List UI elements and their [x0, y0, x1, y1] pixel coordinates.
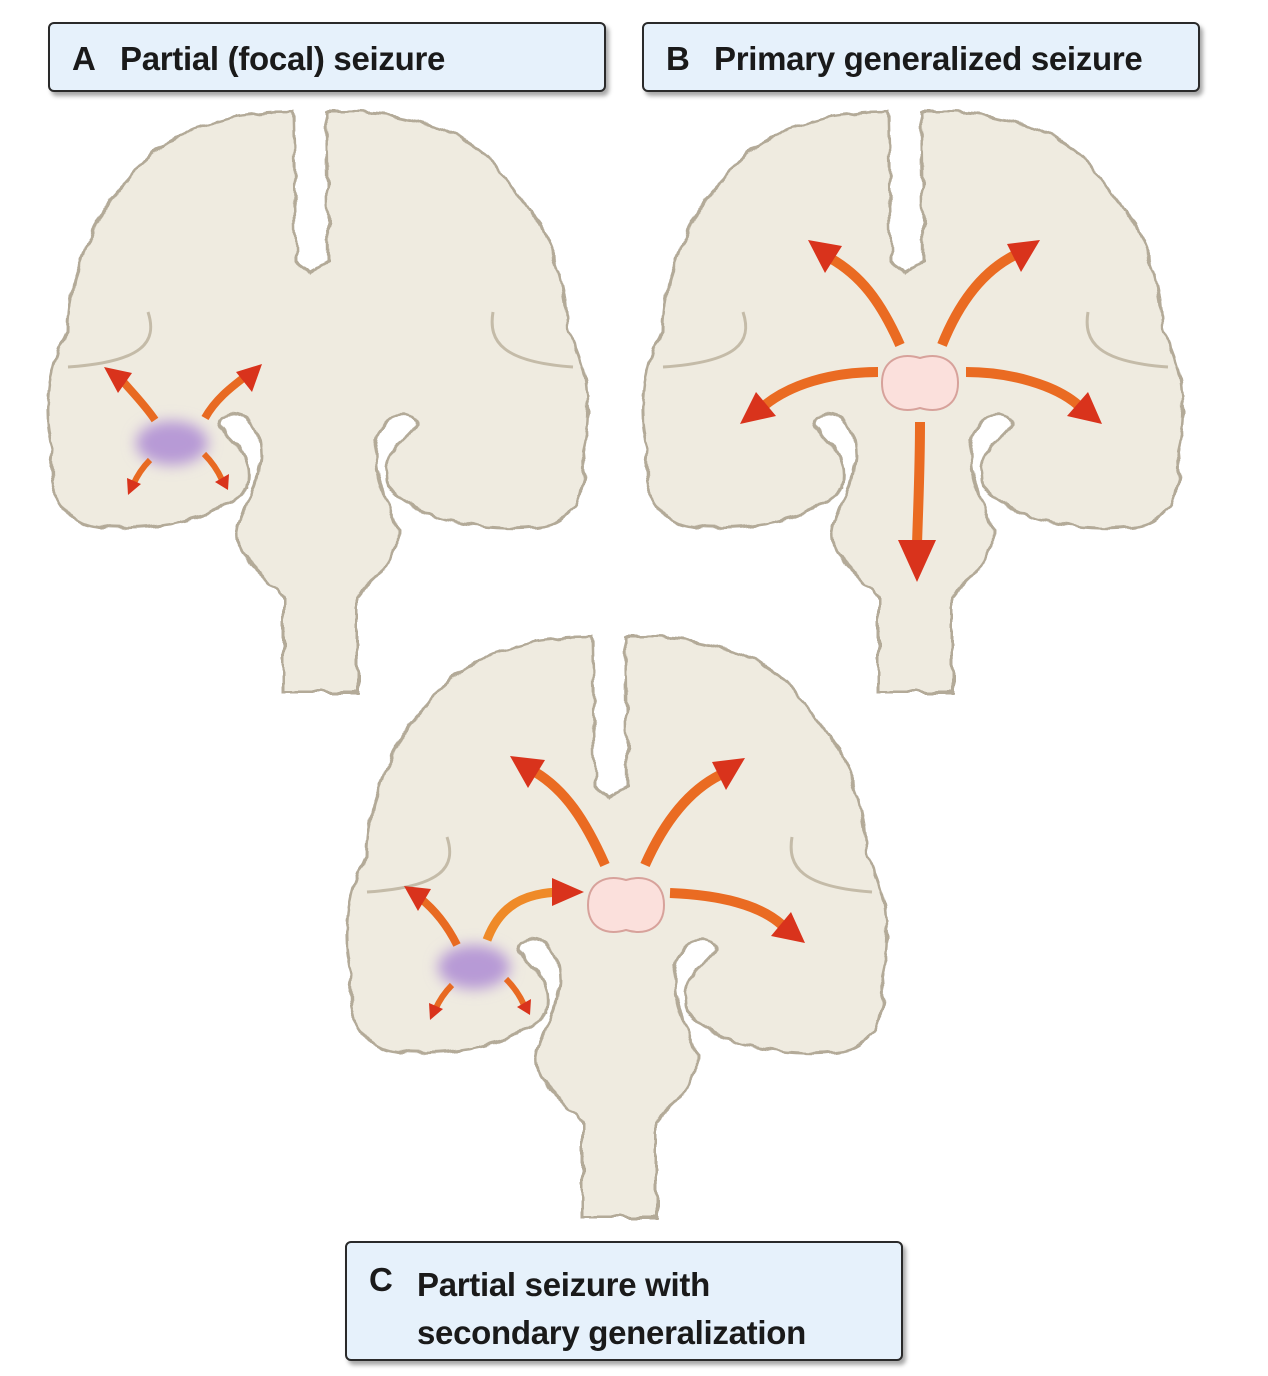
arrowhead-a-2	[236, 364, 262, 392]
spread-arrows-b	[740, 240, 1102, 582]
arrow-b-4	[965, 367, 1082, 409]
panel-b-label: B Primary generalized seizure	[642, 22, 1200, 92]
arrowhead-b-1	[808, 240, 842, 273]
panel-c-title-line1: Partial seizure with	[417, 1266, 710, 1303]
panel-c-letter: C	[369, 1261, 393, 1298]
arrowhead-c-5	[771, 912, 805, 943]
spread-arrows-a	[104, 364, 262, 495]
arrowhead-b-2	[1007, 240, 1040, 272]
arrow-b-1	[827, 253, 905, 348]
panel-c-title: Partial seizure with secondary generaliz…	[417, 1261, 806, 1357]
arrowhead-c-6	[429, 1003, 443, 1020]
arrow-a-4	[201, 451, 225, 482]
panel-a-letter: A	[72, 40, 96, 77]
arrowhead-b-3	[740, 392, 776, 424]
brain-a	[46, 110, 590, 694]
spread-arrows-c	[404, 756, 805, 1020]
arrowhead-c-4	[712, 758, 745, 790]
arrowhead-a-4	[215, 474, 229, 490]
panel-a-label: A Partial (focal) seizure	[48, 22, 606, 92]
arrow-c-2	[482, 887, 561, 942]
panel-a-title: Partial (focal) seizure	[120, 40, 446, 77]
arrowhead-b-4	[1067, 392, 1102, 424]
arrow-b-2	[937, 250, 1018, 347]
thalamic-center-b	[880, 355, 960, 411]
thalamic-center-c	[586, 877, 666, 933]
arrowhead-a-1	[104, 367, 132, 393]
arrowhead-c-1	[404, 886, 431, 911]
arrow-c-4	[640, 770, 723, 868]
arrowhead-a-3	[127, 478, 141, 495]
focal-seizure-origin	[136, 421, 208, 465]
panel-c-label: C Partial seizure with secondary general…	[345, 1241, 903, 1361]
arrow-c-3	[532, 767, 610, 868]
arrow-b-3	[761, 367, 879, 409]
arrowhead-c-7	[517, 999, 531, 1015]
arrow-b-5	[912, 421, 925, 546]
arrow-c-5	[669, 888, 786, 929]
panel-b-title: Primary generalized seizure	[714, 40, 1143, 77]
focal-seizure-origin-c	[438, 945, 510, 989]
arrowhead-c-2	[552, 878, 584, 906]
panel-c-title-line2: secondary generalization	[417, 1314, 806, 1351]
arrowhead-c-3	[510, 756, 545, 788]
panel-b-letter: B	[666, 40, 690, 77]
brain-b	[641, 110, 1185, 694]
arrow-c-7	[503, 976, 527, 1007]
arrowhead-b-5	[898, 540, 936, 582]
brain-c	[345, 635, 889, 1219]
